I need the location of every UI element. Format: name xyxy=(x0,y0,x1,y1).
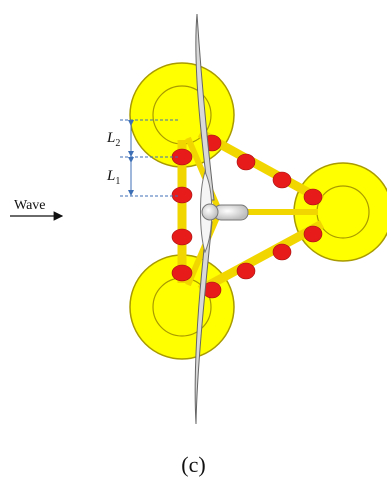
nacelle xyxy=(201,203,249,221)
figure-caption: (c) xyxy=(181,452,206,477)
marker xyxy=(236,262,256,280)
column-floats xyxy=(129,62,387,360)
marker xyxy=(236,153,256,171)
marker xyxy=(171,264,193,282)
marker xyxy=(272,171,292,189)
turbine-blade xyxy=(194,13,215,425)
nacelle-body xyxy=(213,204,249,221)
l2-label: L2 xyxy=(106,130,120,149)
brace-center-bottom xyxy=(185,213,221,287)
dimensions xyxy=(120,119,180,197)
marker xyxy=(171,186,193,204)
hub xyxy=(201,203,219,221)
red-markers xyxy=(171,134,323,299)
l1-label: L1 xyxy=(106,168,120,187)
blade-lower xyxy=(194,221,213,425)
brace-bottom-right xyxy=(197,220,325,294)
wave-label: Wave xyxy=(14,198,46,213)
marker xyxy=(272,243,292,261)
marker xyxy=(303,188,323,206)
marker xyxy=(303,225,323,243)
marker xyxy=(171,228,193,246)
